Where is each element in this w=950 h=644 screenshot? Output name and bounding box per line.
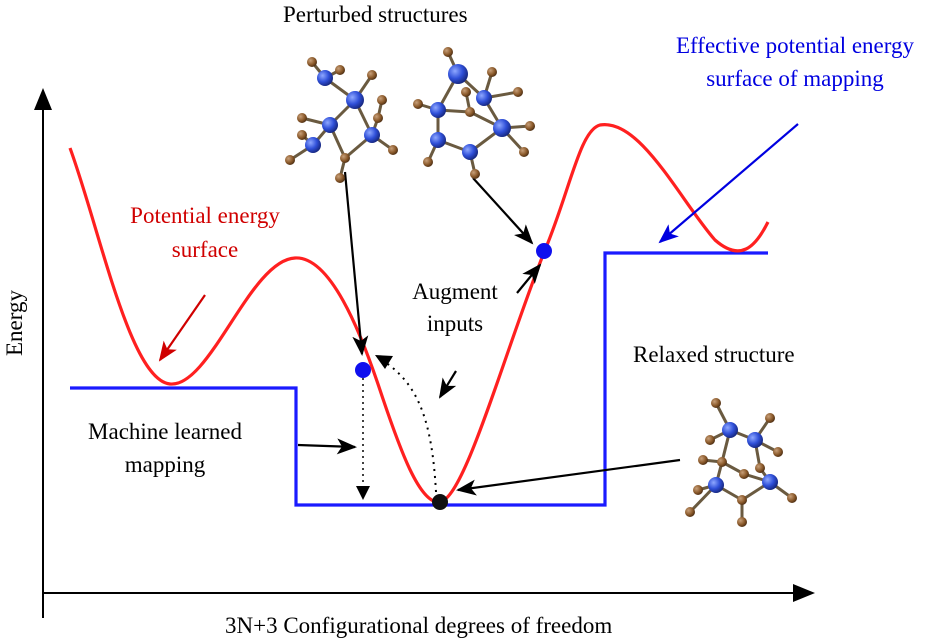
x-axis-arrowhead: [793, 584, 815, 602]
axes: [34, 88, 815, 618]
arrow-mapping: [297, 438, 357, 455]
relaxed-structure-label: Relaxed structure: [633, 342, 795, 367]
arrow-relaxed: [456, 458, 681, 496]
molecule-perturbed-1: [285, 57, 398, 183]
mapping-drop-arrowhead: [356, 486, 370, 500]
mapping-label-line1: Machine learned: [88, 419, 242, 444]
augment-dotted-arc: [384, 361, 437, 493]
y-axis-label: Energy: [2, 289, 27, 356]
arrow-augment-to-arc: [438, 370, 457, 399]
y-axis-arrowhead: [34, 88, 52, 110]
perturbed-point-1: [355, 362, 371, 378]
molecule-relaxed: [685, 398, 797, 527]
arrow-effective-label: [658, 123, 799, 244]
pes-label-line2: surface: [171, 237, 239, 262]
pes-label-line1: Potential energy: [130, 203, 280, 228]
relaxed-point: [432, 494, 448, 510]
effective-pes-label-line2: surface of mapping: [706, 66, 884, 91]
perturbed-point-2: [536, 243, 552, 259]
arrow-augment-to-point: [516, 263, 542, 294]
arrow-perturbed-2: [472, 177, 534, 245]
effective-pes-label-line1: Effective potential energy: [676, 33, 914, 58]
perturbed-structures-label: Perturbed structures: [283, 2, 468, 27]
arrow-perturbed-1: [343, 171, 369, 356]
augment-arc-arrowhead: [375, 355, 393, 369]
augment-label-line1: Augment: [412, 279, 498, 304]
arrow-pes-label: [158, 294, 206, 362]
mapping-label-line2: mapping: [124, 452, 206, 477]
x-axis-label: 3N+3 Configurational degrees of freedom: [225, 613, 613, 638]
molecule-perturbed-2: [413, 47, 535, 179]
mapping-step-curve: [70, 251, 768, 507]
augment-label-line2: inputs: [426, 311, 484, 336]
